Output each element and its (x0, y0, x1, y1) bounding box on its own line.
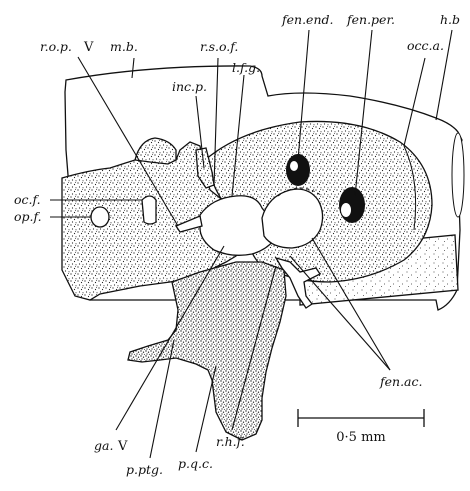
label-hb: h.b (440, 12, 460, 27)
scale-bar-label: 0·5 mm (336, 430, 385, 445)
label-rop-nerve: V (83, 40, 94, 55)
label-mb: m.b. (110, 39, 138, 54)
label-op-f: op.f. (14, 209, 42, 224)
leader-p-qc (196, 366, 216, 452)
endolymphatic-fenestra-highlight (290, 161, 298, 171)
optic-foramen (91, 207, 109, 227)
label-rop: r.o.p. (40, 39, 72, 54)
perilymphatic-fenestra-highlight (341, 203, 351, 217)
oculomotor-foramen (142, 196, 156, 224)
scale-bar: 0·5 mm (298, 409, 424, 445)
label-rsof: r.s.o.f. (200, 39, 238, 54)
label-fen-ac: fen.ac. (379, 374, 422, 389)
hindbrain-cut-edge (452, 133, 464, 217)
label-oc-f: oc.f. (14, 192, 41, 207)
label-inc-p: inc.p. (172, 79, 207, 94)
label-occ-a: occ.a. (407, 38, 444, 53)
label-lfg: l.f.g. (232, 60, 260, 75)
label-ga-nerve: V (117, 439, 128, 454)
label-p-qc: p.q.c. (178, 456, 213, 471)
label-fen-per: fen.per. (346, 12, 395, 27)
label-p-ptg: p.ptg. (126, 462, 163, 477)
label-ga: ga. (94, 438, 113, 453)
label-rhf: r.h.f. (216, 434, 245, 449)
label-fen-end: fen.end. (281, 12, 333, 27)
